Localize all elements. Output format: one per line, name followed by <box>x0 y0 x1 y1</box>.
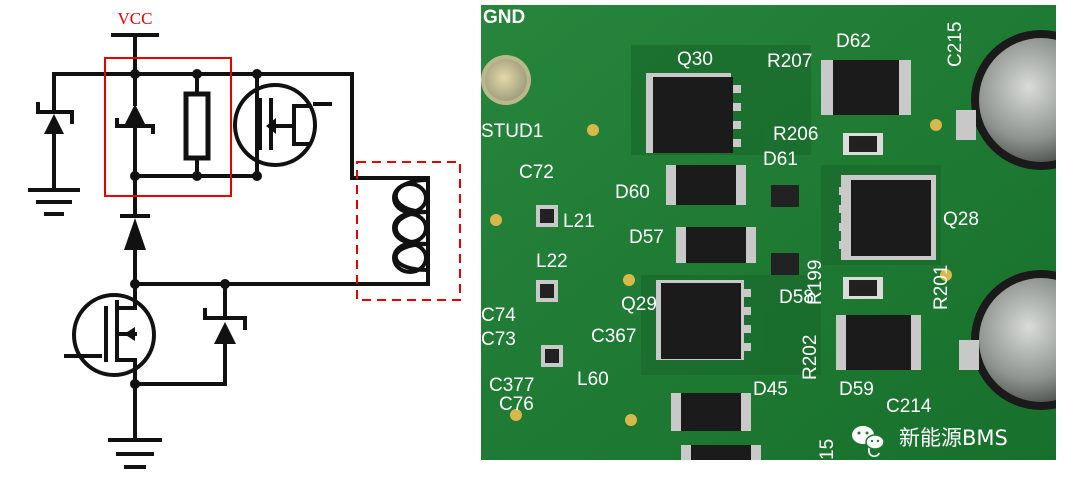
label-code-1580: 1580 <box>853 140 876 151</box>
tvs-diode-bottom <box>133 282 247 386</box>
label-gnd: GND <box>483 7 525 28</box>
label-r199: R199 <box>805 260 826 305</box>
diode-packages <box>666 60 921 460</box>
vcc-label: VCC <box>118 9 153 28</box>
label-q30: Q30 <box>677 49 713 70</box>
label-c215: C215 <box>945 22 966 67</box>
zener-diode-highlighted <box>115 72 155 178</box>
watermark: 新能源BMS <box>852 426 1008 450</box>
watermark-text: 新能源BMS <box>899 426 1008 450</box>
label-d60: D60 <box>615 182 650 203</box>
label-c367: C367 <box>591 326 636 347</box>
tvs-diode-left <box>28 72 80 216</box>
ground-symbol <box>108 382 162 469</box>
mosfet-bottom <box>64 282 156 386</box>
label-code-08c: 08C <box>853 284 871 295</box>
label-d59: D59 <box>839 379 874 400</box>
label-r202: R202 <box>800 335 821 380</box>
label-r201: R201 <box>931 265 952 310</box>
label-c214: C214 <box>886 396 932 417</box>
small-components <box>536 133 883 367</box>
label-l22: L22 <box>536 251 568 272</box>
label-r207: R207 <box>767 51 812 72</box>
wechat-icon <box>852 426 885 450</box>
series-diode <box>120 174 150 286</box>
label-q29: Q29 <box>621 294 657 315</box>
vias <box>490 119 952 426</box>
silkscreen-labels: GND STUD1 Q30 R207 D62 C215 R206 D61 158… <box>481 7 979 460</box>
label-q28: Q28 <box>943 209 979 230</box>
label-partial-15: 15 <box>817 439 838 460</box>
electrolytic-capacitors <box>956 30 1056 410</box>
coil-wire <box>133 72 430 286</box>
label-d45: D45 <box>753 379 788 400</box>
label-d57: D57 <box>629 227 664 248</box>
label-r206: R206 <box>773 124 818 145</box>
label-d58: D58 <box>779 287 814 308</box>
inductor-coil <box>392 177 431 274</box>
label-l21: L21 <box>563 211 595 232</box>
mosfet-packages <box>646 73 936 360</box>
resistor-highlighted <box>183 72 211 178</box>
vcc-rail <box>111 33 159 76</box>
label-c377: C377 <box>489 375 534 396</box>
label-c74: C74 <box>481 305 516 326</box>
label-l60: L60 <box>577 369 609 390</box>
label-stud1: STUD1 <box>481 121 543 142</box>
label-c76: C76 <box>499 394 534 415</box>
mosfet-top <box>233 72 332 178</box>
label-c73: C73 <box>481 329 516 350</box>
junction-dots <box>130 69 262 389</box>
label-c72: C72 <box>519 162 554 183</box>
stud-terminal <box>481 55 531 105</box>
pcb-photo: GND STUD1 Q30 R207 D62 C215 R206 D61 158… <box>481 5 1056 460</box>
coil-dashed-box <box>356 161 461 301</box>
highlight-box <box>104 57 232 197</box>
circuit-schematic: VCC <box>28 9 461 469</box>
label-d61: D61 <box>763 149 798 170</box>
label-d62: D62 <box>836 31 871 52</box>
